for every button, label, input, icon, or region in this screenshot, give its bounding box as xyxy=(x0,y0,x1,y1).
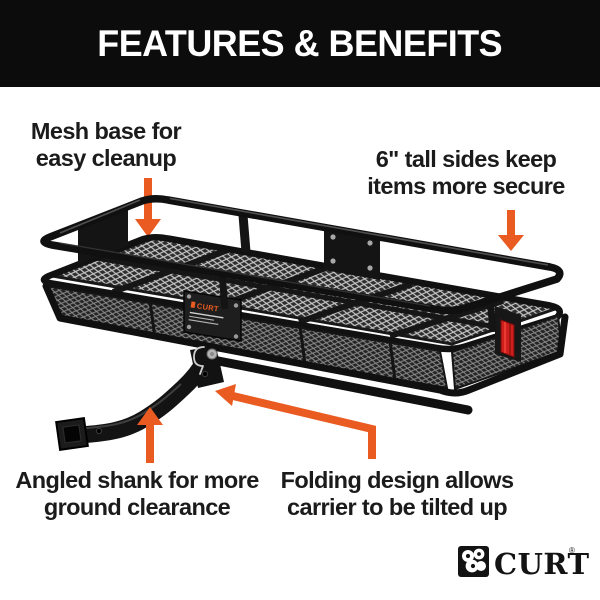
callout-line: carrier to be tilted up xyxy=(287,494,508,520)
label-plate-brand: CURT xyxy=(196,301,219,313)
folding-joint xyxy=(190,346,224,388)
callout-line: 6" tall sides keep xyxy=(375,146,557,172)
header-bar: FEATURES & BENEFITS xyxy=(0,0,600,87)
arrow-folding-design xyxy=(215,384,376,459)
pin-clip xyxy=(193,346,205,375)
label-plate: CURT xyxy=(183,290,242,342)
callout-line: ground clearance xyxy=(43,494,231,520)
arrow-mesh-base xyxy=(135,178,161,237)
arrow-tall-sides xyxy=(498,210,524,251)
callout-tall-sides: 6" tall sides keep items more secure xyxy=(348,146,584,200)
hitch-tube-end xyxy=(55,417,89,451)
callout-line: Angled shank for more xyxy=(15,467,259,493)
callout-line: items more secure xyxy=(367,173,565,199)
callout-line: Mesh base for xyxy=(30,118,182,144)
callout-mesh-base: Mesh base for easy cleanup xyxy=(6,118,206,172)
arrow-angled-shank xyxy=(137,407,163,463)
callout-line: easy cleanup xyxy=(35,145,177,171)
spine-tube xyxy=(193,352,473,415)
top-rail xyxy=(40,194,564,315)
page-title: FEATURES & BENEFITS xyxy=(97,22,503,64)
brand-wordmark: CURT xyxy=(494,547,590,581)
callout-angled-shank: Angled shank for more ground clearance xyxy=(8,467,266,521)
reflector xyxy=(495,306,521,362)
callout-line: Folding design allows xyxy=(280,467,514,493)
registered-mark: ® xyxy=(569,546,575,555)
callout-folding-design: Folding design allows carrier to be tilt… xyxy=(268,467,526,521)
brand-logo: CURT ® xyxy=(458,546,590,581)
curt-emblem-icon xyxy=(458,546,489,577)
angled-shank xyxy=(55,350,215,451)
